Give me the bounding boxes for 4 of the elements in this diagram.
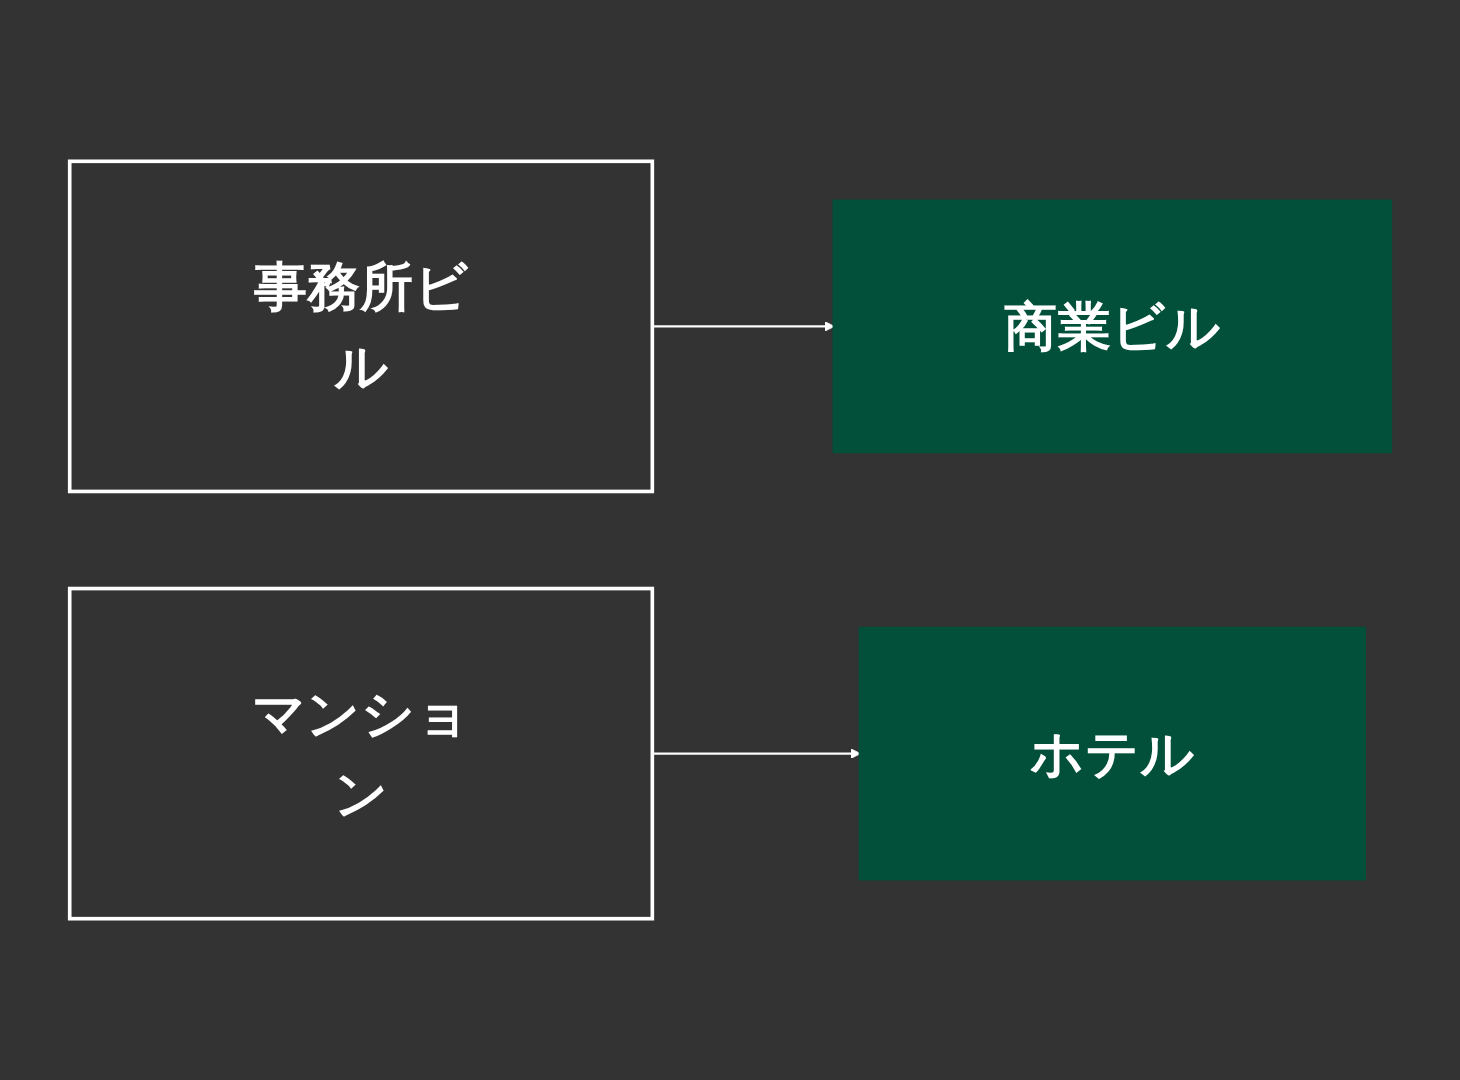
node-box: 商業ビル — [832, 199, 1393, 454]
node-box: マンション — [67, 586, 655, 921]
node-box: 事務所ビル — [67, 159, 655, 494]
node-box: ホテル — [858, 626, 1366, 881]
